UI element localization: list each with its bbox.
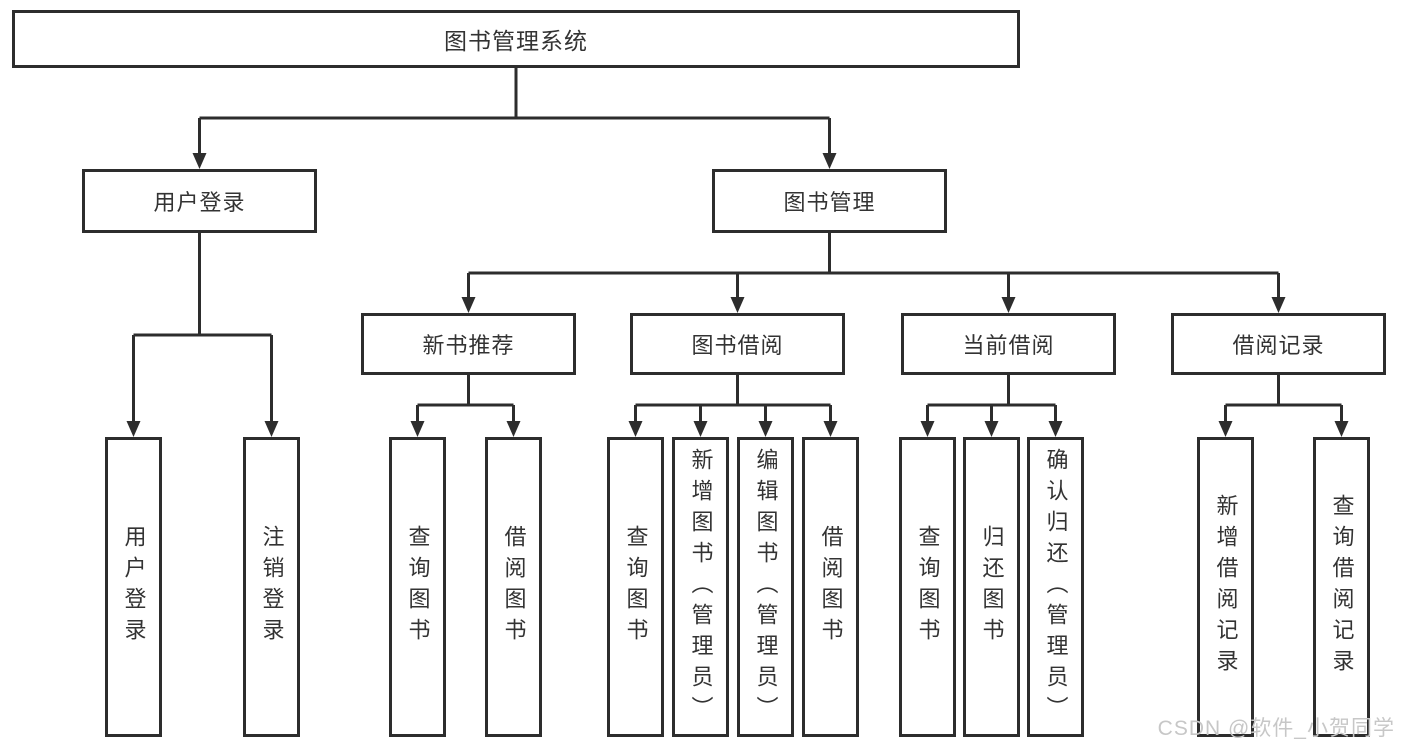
arrow-down-icon bbox=[1218, 421, 1233, 437]
arrow-down-icon bbox=[1001, 297, 1016, 313]
node-current-confirm-label: 确认归还（管理员） bbox=[1043, 447, 1069, 727]
node-borrow-add-label: 新增图书（管理员） bbox=[688, 447, 714, 727]
node-borrow-borrow: 借阅图书 bbox=[802, 437, 859, 737]
node-book-mgmt: 图书管理 bbox=[712, 169, 947, 233]
arrow-down-icon bbox=[628, 421, 643, 437]
node-newbooks-borrow-label: 借阅图书 bbox=[501, 525, 527, 649]
arrow-down-icon bbox=[822, 153, 837, 169]
node-current-return: 归还图书 bbox=[963, 437, 1020, 737]
node-user-login: 用户登录 bbox=[105, 437, 162, 737]
arrow-down-icon bbox=[1334, 421, 1349, 437]
arrow-down-icon bbox=[410, 421, 425, 437]
node-newbooks-query-label: 查询图书 bbox=[405, 525, 431, 649]
arrow-down-icon bbox=[461, 297, 476, 313]
node-current-return-label: 归还图书 bbox=[979, 525, 1005, 649]
node-logout-label: 注销登录 bbox=[259, 525, 285, 649]
node-current-query-label: 查询图书 bbox=[915, 525, 941, 649]
arrow-down-icon bbox=[506, 421, 521, 437]
node-book-borrow-label: 图书借阅 bbox=[691, 333, 784, 358]
node-new-books: 新书推荐 bbox=[361, 313, 576, 375]
arrow-down-icon bbox=[758, 421, 773, 437]
arrow-down-icon bbox=[984, 421, 999, 437]
node-current-borrow: 当前借阅 bbox=[901, 313, 1116, 375]
node-new-books-label: 新书推荐 bbox=[422, 333, 515, 358]
arrow-down-icon bbox=[126, 421, 141, 437]
node-borrow-records: 借阅记录 bbox=[1171, 313, 1386, 375]
arrow-down-icon bbox=[823, 421, 838, 437]
arrow-down-icon bbox=[264, 421, 279, 437]
node-book-mgmt-label: 图书管理 bbox=[783, 190, 876, 215]
node-user-login-group-label: 用户登录 bbox=[153, 190, 246, 215]
arrow-down-icon bbox=[1048, 421, 1063, 437]
node-records-query: 查询借阅记录 bbox=[1313, 437, 1370, 737]
node-logout: 注销登录 bbox=[243, 437, 300, 737]
node-newbooks-query: 查询图书 bbox=[389, 437, 446, 737]
node-borrow-edit-label: 编辑图书（管理员） bbox=[753, 447, 779, 727]
arrow-down-icon bbox=[920, 421, 935, 437]
arrow-down-icon bbox=[730, 297, 745, 313]
node-user-login-label: 用户登录 bbox=[121, 525, 147, 649]
arrow-down-icon bbox=[192, 153, 207, 169]
node-borrow-query-label: 查询图书 bbox=[623, 525, 649, 649]
node-current-query: 查询图书 bbox=[899, 437, 956, 737]
node-borrow-borrow-label: 借阅图书 bbox=[818, 525, 844, 649]
node-borrow-add: 新增图书（管理员） bbox=[672, 437, 729, 737]
node-current-confirm: 确认归还（管理员） bbox=[1027, 437, 1084, 737]
arrow-down-icon bbox=[1271, 297, 1286, 313]
node-root: 图书管理系统 bbox=[12, 10, 1020, 68]
arrow-down-icon bbox=[693, 421, 708, 437]
node-records-query-label: 查询借阅记录 bbox=[1329, 494, 1355, 680]
node-current-borrow-label: 当前借阅 bbox=[962, 333, 1055, 358]
node-borrow-records-label: 借阅记录 bbox=[1232, 333, 1325, 358]
node-borrow-edit: 编辑图书（管理员） bbox=[737, 437, 794, 737]
node-root-label: 图书管理系统 bbox=[444, 28, 588, 54]
node-user-login-group: 用户登录 bbox=[82, 169, 317, 233]
node-records-add-label: 新增借阅记录 bbox=[1213, 494, 1239, 680]
csdn-watermark: CSDN @软件_小贺同学 bbox=[1157, 717, 1395, 740]
node-records-add: 新增借阅记录 bbox=[1197, 437, 1254, 737]
node-book-borrow: 图书借阅 bbox=[630, 313, 845, 375]
node-newbooks-borrow: 借阅图书 bbox=[485, 437, 542, 737]
node-borrow-query: 查询图书 bbox=[607, 437, 664, 737]
